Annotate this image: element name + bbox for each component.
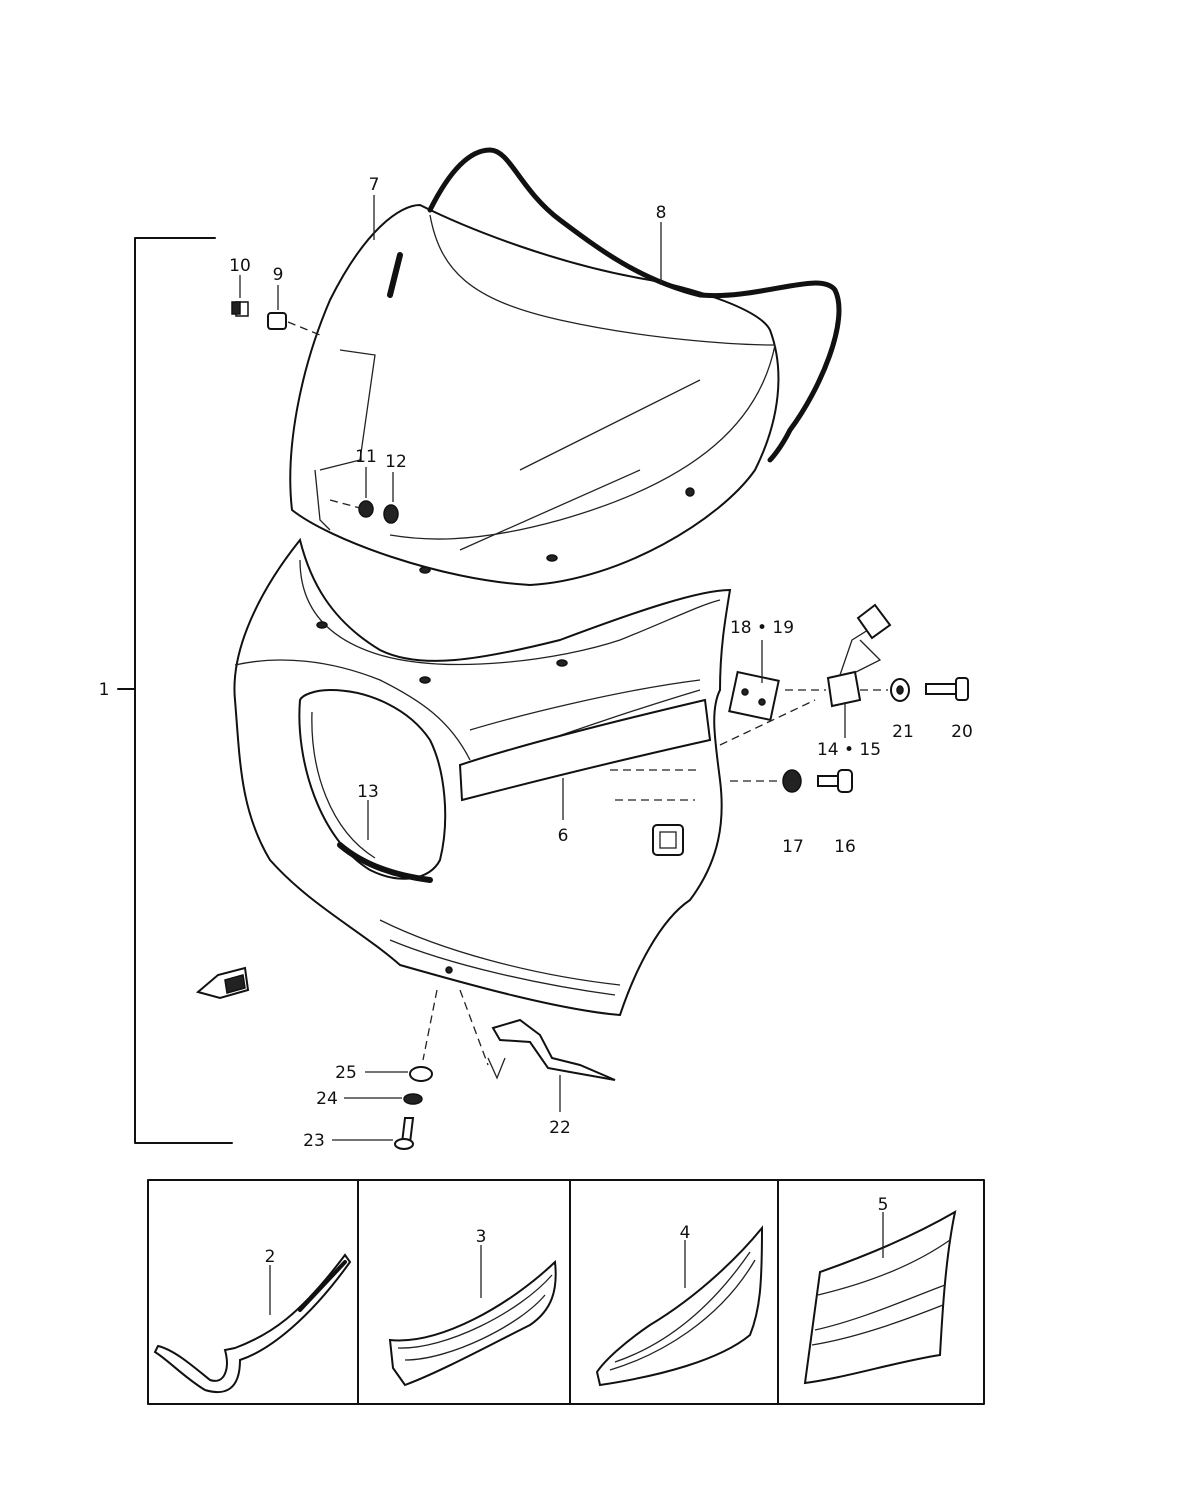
label-23: 23	[303, 1131, 325, 1151]
washer-17	[782, 769, 802, 793]
label-2: 2	[265, 1247, 276, 1267]
nut-9	[267, 312, 321, 336]
washer-24	[344, 1093, 423, 1105]
label-16: 16	[834, 837, 856, 857]
grommet-25	[365, 1066, 433, 1082]
label-1: 1	[99, 680, 110, 700]
label-21: 21	[892, 722, 914, 742]
side-vent	[458, 679, 712, 802]
variant-panel-frame	[147, 1179, 985, 1405]
label-8: 8	[656, 203, 667, 223]
clip-22	[487, 1018, 616, 1081]
bracket-14-15	[826, 603, 892, 708]
assembly-bracket	[117, 237, 233, 1144]
bolt-20	[925, 677, 969, 701]
washer-12	[383, 504, 399, 524]
label-7: 7	[369, 175, 380, 195]
screw-11	[329, 499, 374, 518]
label-3: 3	[476, 1227, 487, 1247]
label-13: 13	[357, 782, 379, 802]
label-11: 11	[355, 447, 377, 467]
part-labels: 1 2 3 4 5 6 7 8 9 10 11 12 13 14 • 15 16…	[99, 175, 973, 1267]
screw-16	[817, 769, 853, 793]
label-5: 5	[878, 1195, 889, 1215]
washer-21	[890, 678, 910, 702]
bolt-10	[231, 301, 249, 317]
windscreen-trim	[427, 147, 842, 463]
label-10: 10	[229, 256, 251, 276]
label-9: 9	[273, 265, 284, 285]
side-decal-3	[388, 1259, 557, 1387]
label-18-19: 18 • 19	[730, 618, 794, 638]
label-22: 22	[549, 1118, 571, 1138]
windscreen	[289, 203, 780, 587]
label-4: 4	[680, 1223, 691, 1243]
trim-strip-2	[153, 1253, 352, 1394]
bracket-18-19	[728, 670, 780, 722]
side-decal-4	[595, 1225, 764, 1387]
front-direction-arrow-icon	[195, 966, 250, 1000]
screw-23	[332, 1117, 415, 1150]
label-20: 20	[951, 722, 973, 742]
headlight-opening	[298, 688, 447, 883]
label-14-15: 14 • 15	[817, 740, 881, 760]
leader-lines	[239, 195, 884, 1315]
label-17: 17	[782, 837, 804, 857]
label-6: 6	[558, 826, 569, 846]
label-24: 24	[316, 1089, 338, 1109]
side-decal-5	[803, 1210, 957, 1385]
label-25: 25	[335, 1063, 357, 1083]
label-12: 12	[385, 452, 407, 472]
